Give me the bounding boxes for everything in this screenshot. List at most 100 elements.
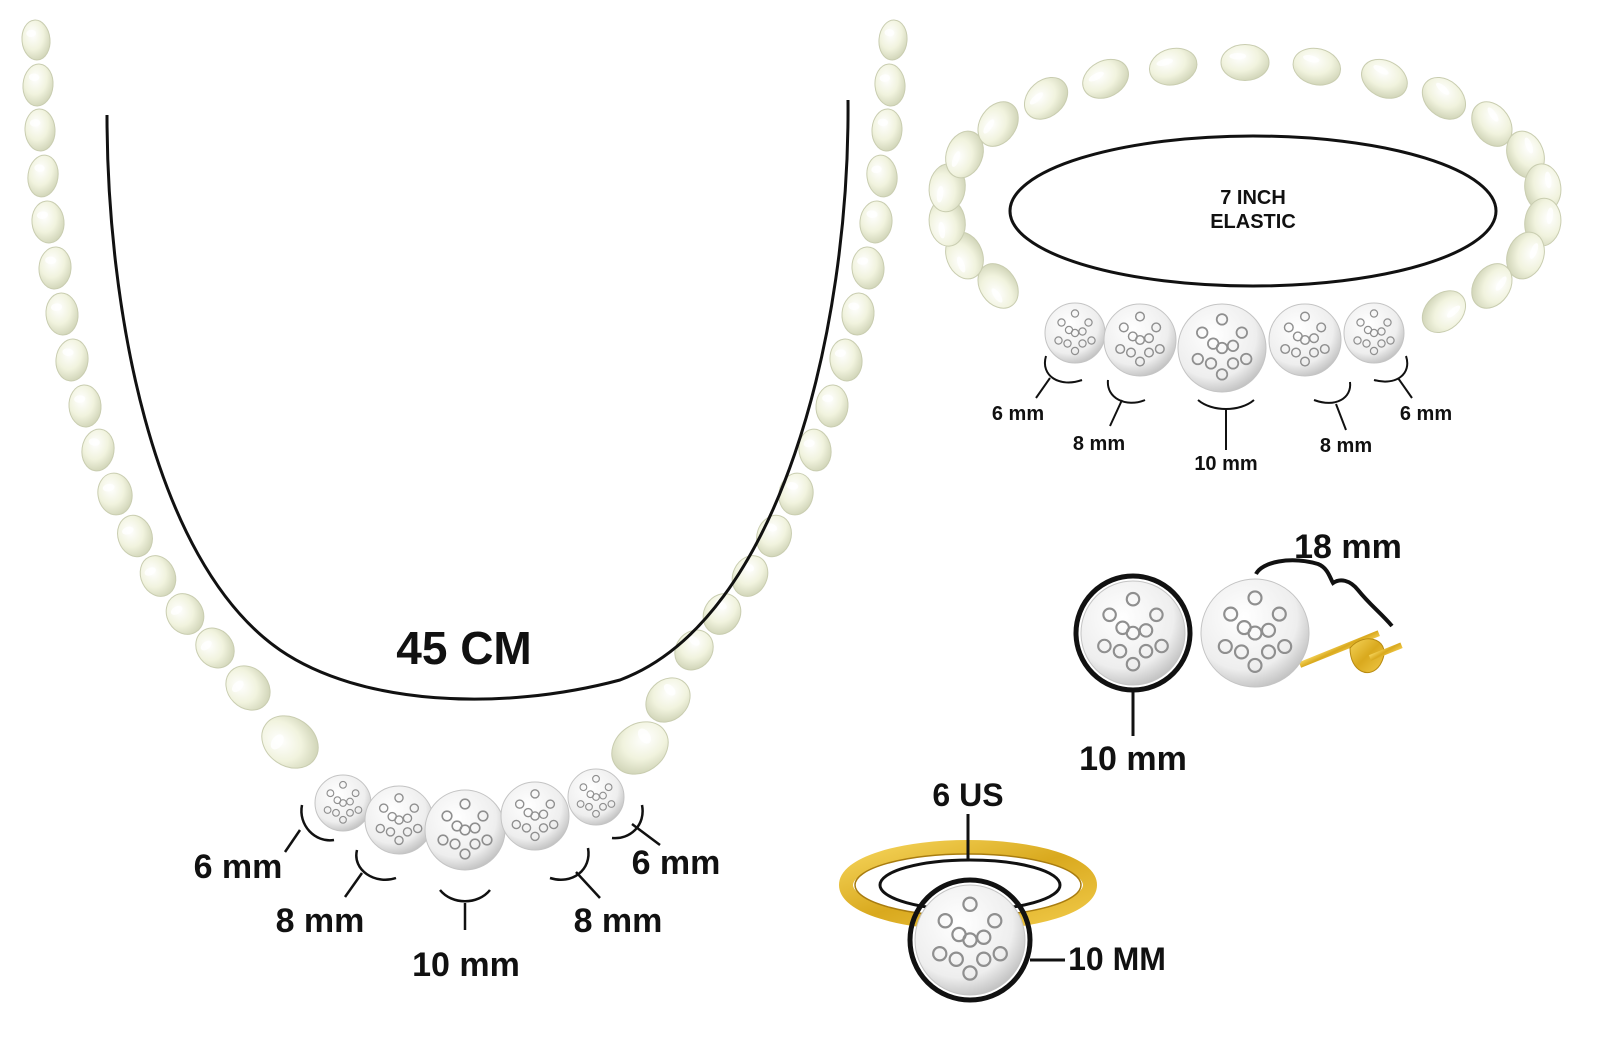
earring-diameter-label: 10 mm: [1079, 740, 1187, 778]
earring-crystal-ball-side-rhinestone: [1277, 638, 1293, 655]
necklace-pearl-body: [38, 246, 72, 290]
necklace-crystal-bead-rhinestone: [351, 789, 360, 798]
ring-crystal-ball-rhinestone: [976, 929, 992, 945]
bracelet-crystal-bead-rhinestone: [1115, 343, 1126, 355]
necklace-crystal-bead-body: [364, 785, 434, 855]
earring-width-label: 18 mm: [1294, 528, 1402, 566]
necklace-pearl-shine: [879, 74, 891, 82]
bracelet-crystal-bead-rhinestone: [1362, 339, 1371, 348]
necklace-pearl-shine: [803, 439, 815, 448]
necklace-pearl-body: [645, 677, 691, 723]
earring-crystal-ball-side-rhinestone: [1217, 638, 1233, 655]
necklace-pearl-shine: [270, 734, 284, 750]
necklace-pearl-shine: [834, 349, 847, 357]
bracelet-pearl: [1149, 47, 1198, 86]
necklace-size-10mm: 10 mm: [412, 946, 520, 984]
necklace-pearl-shine: [144, 567, 156, 576]
bracelet-crystal-bead-rhinestone: [1356, 318, 1365, 327]
necklace-pearl: [45, 292, 79, 336]
ring-stone-outline: [907, 877, 1033, 1003]
necklace-pearl: [874, 63, 906, 107]
necklace-crystal-bead-rhinestone: [449, 838, 461, 850]
bracelet-pearl-shine: [956, 256, 966, 273]
bracelet-pearl: [1292, 47, 1341, 86]
necklace-pearl: [97, 472, 133, 516]
necklace-pearl-shine: [848, 302, 860, 311]
bracelet-crystal-bead-rhinestone: [1369, 346, 1379, 356]
necklace-length-label: 45 CM: [396, 622, 531, 674]
necklace-size-8mm-left: 8 mm: [276, 902, 365, 940]
necklace-pearl: [756, 514, 792, 558]
necklace-pearl-body: [24, 108, 56, 152]
necklace-crystal-bead-rhinestone: [514, 799, 525, 809]
bracelet-pearl: [977, 101, 1019, 147]
necklace-pearl-body: [778, 472, 814, 516]
bracelet-crystal-bead-rhinestone: [1078, 339, 1087, 348]
bracelet-pearl-shine: [1303, 55, 1320, 63]
necklace-pearl-body: [859, 200, 893, 244]
ring-crystal-ball-rhinestone: [932, 946, 948, 962]
necklace-pearl-body: [117, 514, 153, 558]
necklace-crystal-bead-rhinestone: [477, 810, 489, 822]
earring-crystal-ball-side-rhinestone: [1233, 644, 1250, 660]
bracelet-crystal-bead-rhinestone: [1191, 352, 1204, 366]
bracelet-crystal-bead-rhinestone: [1383, 318, 1392, 327]
bracelet-pearl-shine: [1229, 52, 1247, 60]
bracelet-size-10mm: 10 mm: [1194, 453, 1257, 475]
bracelet-crystal-bead-rhinestone: [1207, 337, 1220, 350]
necklace-pearl-shine: [28, 73, 40, 82]
necklace-crystal-bead-rhinestone: [585, 802, 593, 811]
bracelet-pearl-shine: [936, 185, 944, 203]
earring-crystal-ball-front-rhinestone: [1138, 643, 1154, 659]
necklace-crystal-bead: [364, 785, 434, 855]
bracelet-crystal-bead-rhinestone: [1057, 318, 1066, 327]
bracelet-crystal-bead-rhinestone: [1319, 343, 1330, 355]
bracelet-pearl-body: [1082, 58, 1129, 99]
necklace-pearl: [851, 246, 885, 290]
necklace-crystal-bead-rhinestone: [412, 823, 423, 834]
bracelet-size-8mm-left: 8 mm: [1073, 433, 1125, 455]
bracelet-crystal-bead: [1343, 302, 1405, 364]
necklace-pearl-shine: [232, 680, 244, 693]
bracelet-pearl-body: [1471, 101, 1513, 147]
necklace-pearl: [81, 428, 115, 472]
bracelet-crystal-bead-rhinestone: [1070, 346, 1080, 356]
bracelet-crystal-bead-rhinestone: [1235, 326, 1248, 339]
necklace-pearl-shine: [170, 605, 183, 615]
necklace: 45 CM 6 mm 8 mm 10 mm 8 mm 6 mm: [21, 19, 908, 984]
necklace-pearl-body: [878, 19, 908, 61]
bracelet-crystal-bead-rhinestone: [1054, 336, 1063, 345]
necklace-pearl-body: [21, 19, 51, 61]
bracelet-pearl-body: [1421, 76, 1467, 120]
bracelet-crystal-bead-rhinestone: [1353, 336, 1362, 345]
necklace-pearl-shine: [45, 256, 57, 265]
bracelet-crystal-bead-rhinestone: [1143, 333, 1155, 344]
earring-crystal-ball-side-rhinestone: [1260, 644, 1277, 660]
necklace-crystal-bead-body: [314, 774, 372, 832]
earring-crystal-ball-front-rhinestone: [1138, 623, 1154, 638]
bracelet-crystal-bead-rhinestone: [1151, 322, 1162, 333]
necklace-crystal-beads: [314, 768, 625, 871]
necklace-pearl-body: [866, 154, 898, 198]
bracelet-pearl: [1506, 231, 1545, 280]
necklace-pearl: [778, 472, 814, 516]
bracelet-crystal-bead-rhinestone: [1087, 336, 1096, 345]
necklace-crystal-bead-rhinestone: [592, 809, 600, 818]
necklace-pearl-shine: [29, 119, 41, 127]
bracelet-crystal-bead-body: [1177, 303, 1267, 393]
necklace-crystal-bead: [424, 789, 506, 871]
earring-crystal-ball-side-rhinestone: [1247, 590, 1263, 606]
bracelet-pearl-shine: [1446, 305, 1461, 318]
necklace-pearl: [866, 154, 898, 198]
bracelet-pearl-shine: [1373, 65, 1389, 75]
bracelet-crystal-bead-rhinestone: [1280, 343, 1291, 355]
necklace-pearl: [645, 677, 691, 723]
bracelet-crystal-bead-rhinestone: [1118, 322, 1129, 333]
necklace-crystal-bead-rhinestone: [323, 806, 332, 814]
bracelet-size-8mm-right: 8 mm: [1320, 435, 1372, 457]
bracelet-pearl-shine: [1029, 92, 1044, 105]
necklace-pearl-body: [874, 63, 906, 107]
bracelet-pearl-body: [1149, 47, 1198, 86]
necklace-crystal-bead-rhinestone: [387, 811, 397, 822]
necklace-pearl: [31, 200, 65, 244]
